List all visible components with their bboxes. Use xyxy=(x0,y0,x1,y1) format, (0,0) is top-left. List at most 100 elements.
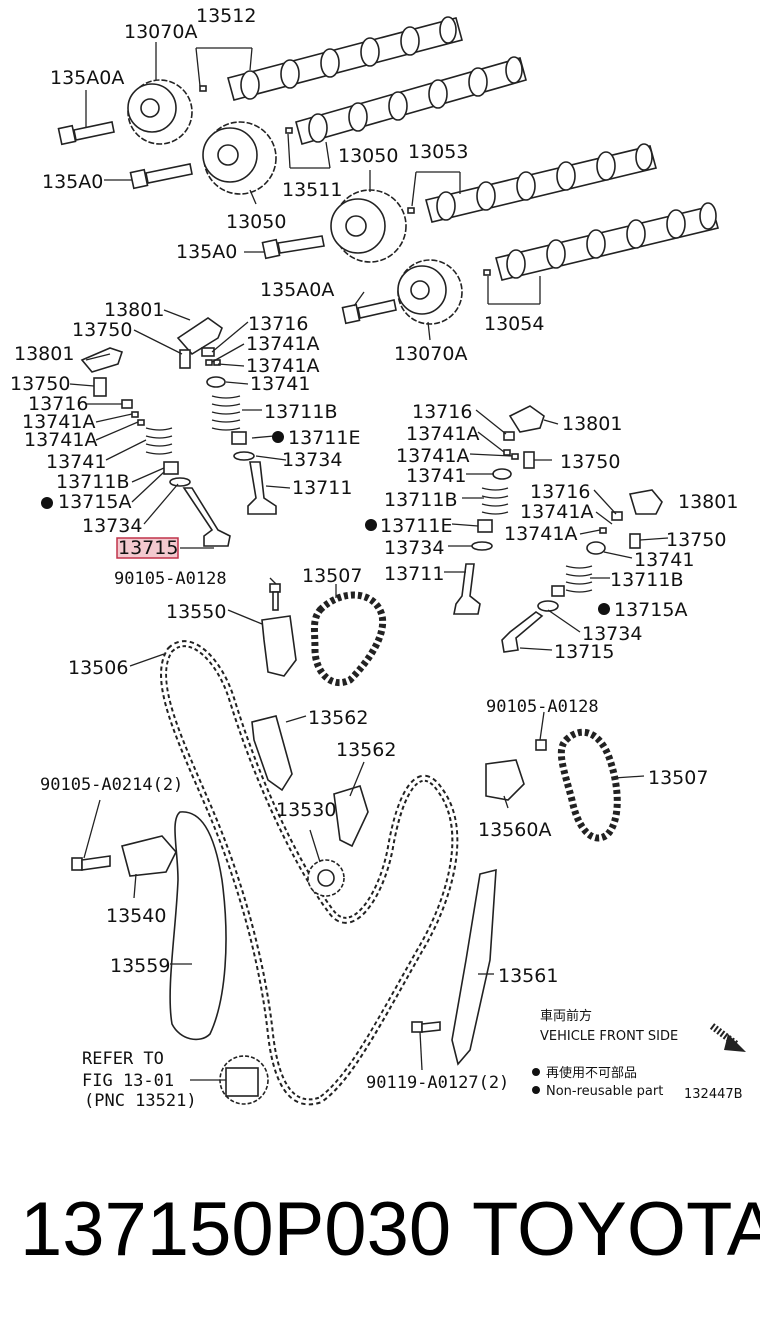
retainer-13716-b xyxy=(121,399,133,409)
arrow-icon xyxy=(709,1023,746,1052)
label-13711b-d: 13711B xyxy=(610,569,683,591)
rocker-13801-c xyxy=(508,405,545,433)
refer-line-1: REFER TO xyxy=(82,1049,164,1069)
label-13562-a: 13562 xyxy=(308,707,368,729)
keeper-13741a-b1 xyxy=(131,411,139,418)
bolt-135a0-top xyxy=(129,163,193,190)
label-90105-a0214: 90105-A0214(2) xyxy=(40,775,183,795)
lash-adjuster-13750-c xyxy=(523,451,535,469)
pin-13512 xyxy=(199,85,207,92)
label-90105-a0128-b: 90105-A0128 xyxy=(486,697,599,717)
label-13801-d: 13801 xyxy=(678,491,738,513)
label-13741-b: 13741 xyxy=(46,451,106,473)
guide-13559 xyxy=(169,811,227,1041)
label-13741a-b1: 13741A xyxy=(22,411,95,433)
legend-nonreuse-en: Non-reusable part xyxy=(546,1084,663,1099)
legend-front-jp: 車両前方 xyxy=(540,1008,592,1024)
bolt-90105-a0214 xyxy=(71,855,111,871)
brand-name: TOYOTA xyxy=(472,1187,760,1272)
sprocket-13070a-mid xyxy=(397,259,463,325)
seal-13711e-c xyxy=(477,519,493,533)
timing-chain-13507-a xyxy=(310,591,387,687)
footer: 137150P030 TOYOTA xyxy=(0,1186,760,1286)
lash-adjuster-13750-d xyxy=(629,533,641,549)
sprocket-13530 xyxy=(307,859,345,897)
valve-train-a xyxy=(176,317,277,515)
camshaft-4 xyxy=(495,202,719,281)
washer-13734-a xyxy=(233,451,255,461)
label-13507-b: 13507 xyxy=(648,767,708,789)
legend-dot-1 xyxy=(532,1068,540,1076)
bolt-90105-a0128-b xyxy=(535,739,547,751)
label-13750-a: 13750 xyxy=(72,319,132,341)
camshaft-3 xyxy=(425,143,657,223)
keeper-13741a-b2 xyxy=(137,419,145,426)
label-13561: 13561 xyxy=(498,965,558,987)
valve-13715-d xyxy=(501,611,544,653)
label-135a0a-top: 135A0A xyxy=(50,67,124,89)
bolt-135a0a-mid xyxy=(341,299,397,325)
label-13511: 13511 xyxy=(282,179,342,201)
retainer-13716-c xyxy=(503,431,515,441)
washer-13734-d xyxy=(537,600,559,612)
tensioner-13560a xyxy=(485,759,525,801)
bolt-135a0-mid xyxy=(261,235,325,260)
valve-train-b xyxy=(80,347,231,547)
label-13054: 13054 xyxy=(484,313,544,335)
camshaft-group xyxy=(199,16,719,281)
label-13715a-b: 13715A xyxy=(58,491,131,513)
lash-adjuster-13750-b xyxy=(93,377,107,397)
legend-dot-2 xyxy=(532,1086,540,1094)
label-13750-b: 13750 xyxy=(10,373,70,395)
camshaft-1 xyxy=(227,16,463,101)
label-13506: 13506 xyxy=(68,657,128,679)
label-13741-a: 13741 xyxy=(250,373,310,395)
label-13559: 13559 xyxy=(110,955,170,977)
refer-line-3: (PNC 13521) xyxy=(84,1091,197,1111)
label-13750-c: 13750 xyxy=(560,451,620,473)
seat-13741-a xyxy=(206,376,226,388)
cam-sprocket-group xyxy=(127,79,463,325)
rocker-13801-b xyxy=(80,347,124,373)
label-13507-a: 13507 xyxy=(302,565,362,587)
seal-13715a-b xyxy=(163,461,179,475)
label-13734-b: 13734 xyxy=(82,515,142,537)
label-13711b-c: 13711B xyxy=(384,489,457,511)
pin-13054 xyxy=(483,269,491,276)
bolt-135a0a-top xyxy=(57,121,115,146)
label-13741a-b2: 13741A xyxy=(24,429,97,451)
bolt-90119-a0127 xyxy=(411,1021,441,1033)
valve-train-c xyxy=(453,405,545,615)
tensioner-13540 xyxy=(121,835,177,877)
guide-13562-a xyxy=(251,715,293,792)
label-13711-a: 13711 xyxy=(292,477,352,499)
legend-front-en: VEHICLE FRONT SIDE xyxy=(540,1029,678,1044)
label-90119-a0127: 90119-A0127(2) xyxy=(366,1073,509,1093)
label-135a0-top: 135A0 xyxy=(42,171,103,193)
label-13512: 13512 xyxy=(196,5,256,27)
sprocket-13070a-top xyxy=(127,79,193,145)
sprocket-13050-top xyxy=(202,121,277,195)
spring-13711b-a xyxy=(211,395,241,431)
seal-13715a-d xyxy=(551,585,565,597)
highlight-box-13715 xyxy=(116,537,179,559)
washer-13734-c xyxy=(471,541,493,551)
legend-nonreuse-jp: 再使用不可部品 xyxy=(546,1065,637,1081)
guide-13561 xyxy=(451,868,497,1066)
keeper-13741a-a2 xyxy=(213,359,221,366)
bolt-90105-a0128-a xyxy=(269,583,281,611)
part-number: 137150P030 xyxy=(20,1187,452,1272)
crank-sprocket xyxy=(219,1055,269,1105)
label-13050-b: 13050 xyxy=(338,145,398,167)
camshaft-2 xyxy=(295,56,527,145)
label-13070a-top: 13070A xyxy=(124,21,197,43)
label-13801-c: 13801 xyxy=(562,413,622,435)
keeper-13741a-c1 xyxy=(503,449,511,456)
label-13711e-a: 13711E xyxy=(288,427,360,449)
seat-13741-d xyxy=(586,541,606,555)
washer-13734-b xyxy=(169,477,191,487)
leader-lines xyxy=(69,42,669,1081)
timing-chain-13507-b xyxy=(557,728,621,842)
label-13711e-c: 13711E xyxy=(380,515,452,537)
